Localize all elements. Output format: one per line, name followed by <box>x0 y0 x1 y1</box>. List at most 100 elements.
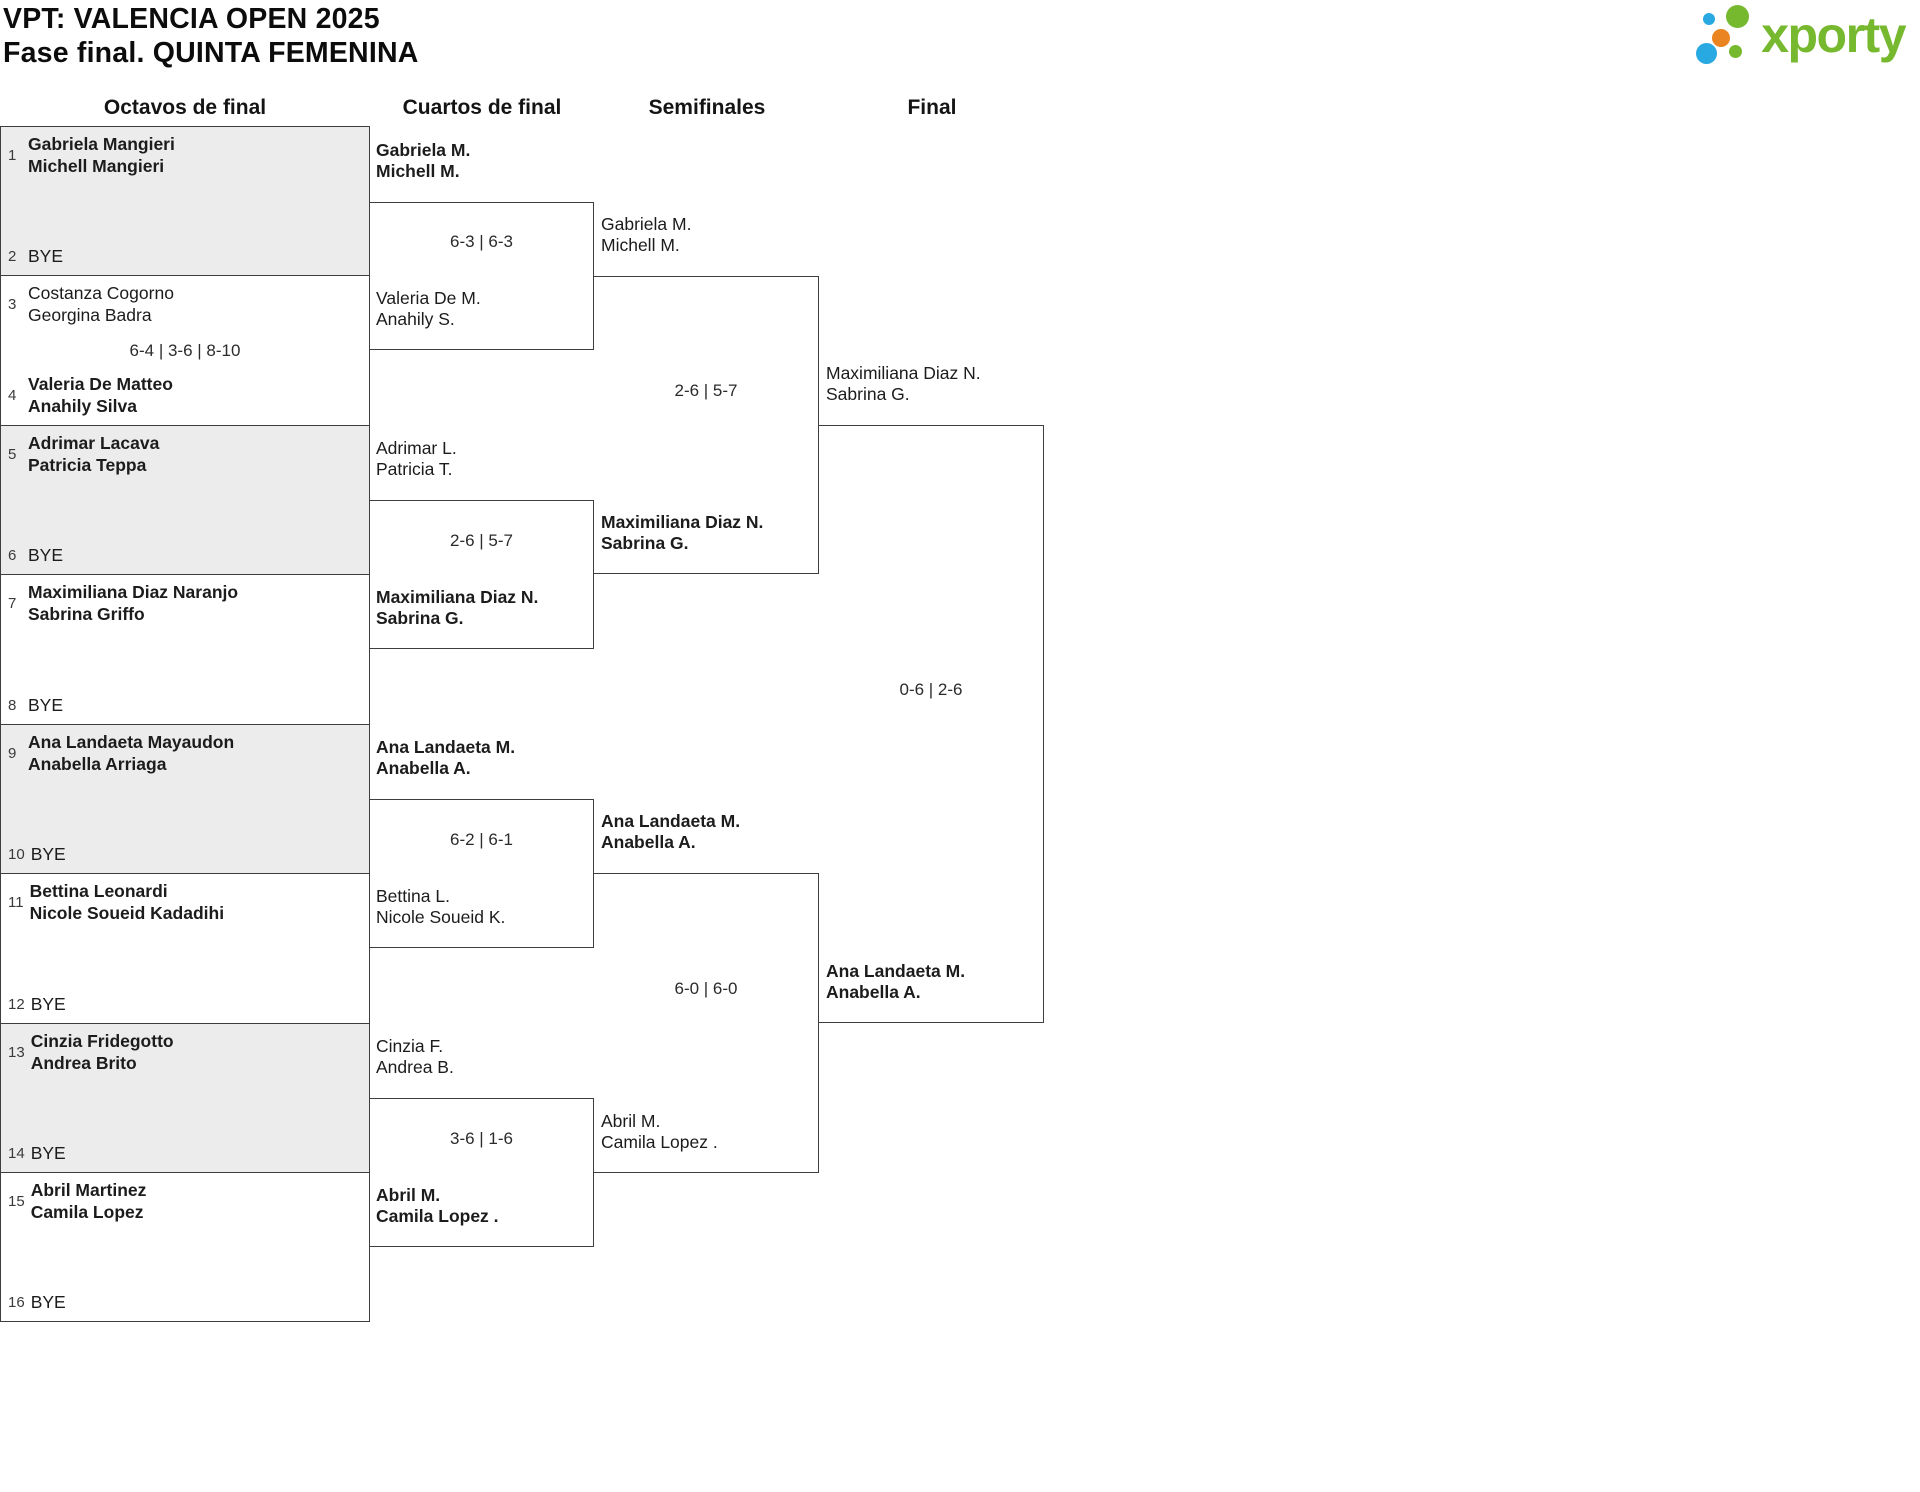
bye-label: BYE <box>30 1292 66 1312</box>
team-row: 6 BYE <box>8 544 361 566</box>
qf-match-4: 3-6 | 1-6 <box>370 1098 594 1247</box>
seed-number: 3 <box>8 295 17 313</box>
qf-match-1: 6-3 | 6-3 <box>370 202 594 350</box>
team-row: 8 BYE <box>8 694 361 716</box>
seed-number: 14 <box>8 1144 25 1162</box>
team-label: Ana Landaeta M.Anabella A. <box>376 737 516 778</box>
brand-logo[interactable]: xporty <box>1696 4 1906 66</box>
seed-number: 7 <box>8 594 17 612</box>
round-header-final: Final <box>907 96 957 119</box>
logo-dot-orange <box>1712 29 1731 47</box>
seed-number: 9 <box>8 744 17 762</box>
qf-match-2: 2-6 | 5-7 <box>370 500 594 649</box>
team-label: Gabriela M.Michell M. <box>376 140 471 181</box>
seed-number: 12 <box>8 995 25 1013</box>
team-label: Maximiliana Diaz N.Sabrina G. <box>376 587 539 628</box>
team-row: 16 BYE <box>8 1291 361 1313</box>
bye-label: BYE <box>30 994 66 1014</box>
team-label: Gabriela M.Michell M. <box>601 214 692 255</box>
team-label: Abril M.Camila Lopez . <box>376 1185 499 1226</box>
match-score: 0-6 | 2-6 <box>899 680 963 699</box>
team-row: 14 BYE <box>8 1142 361 1164</box>
seed-number: 2 <box>8 247 17 265</box>
seed-number: 8 <box>8 696 17 714</box>
logo-dot-blue-small <box>1703 13 1716 25</box>
seed-number: 4 <box>8 386 17 404</box>
match-score: 6-4 | 3-6 | 8-10 <box>129 340 241 360</box>
page-title: VPT: VALENCIA OPEN 2025 <box>3 3 380 35</box>
bye-label: BYE <box>30 844 66 864</box>
seed-number: 1 <box>8 146 17 164</box>
team-label: Maximiliana Diaz N.Sabrina G. <box>601 512 764 553</box>
final-match: 0-6 | 2-6 <box>819 425 1044 1023</box>
team-label: Maximiliana Diaz N.Sabrina G. <box>826 363 981 404</box>
qf-match-3: 6-2 | 6-1 <box>370 799 594 948</box>
sf-match-1: 2-6 | 5-7 <box>594 276 819 574</box>
seed-number: 13 <box>8 1043 25 1061</box>
match-score: 3-6 | 1-6 <box>449 1128 513 1148</box>
match-score: 2-6 | 5-7 <box>449 530 513 550</box>
logo-dot-green-small <box>1729 45 1743 58</box>
logo-dot-blue-large <box>1696 43 1718 64</box>
match-score: 6-2 | 6-1 <box>449 829 513 849</box>
match-score: 6-3 | 6-3 <box>449 232 513 251</box>
seed-number: 15 <box>8 1192 25 1210</box>
team-row: 12 BYE <box>8 993 361 1015</box>
match-score: 6-0 | 6-0 <box>674 979 738 998</box>
logo-dots-icon <box>1696 4 1752 66</box>
team-label: Adrimar L.Patricia T. <box>376 438 457 479</box>
team-label: Ana Landaeta M.Anabella A. <box>826 961 966 1002</box>
team-label: Ana Landaeta M.Anabella A. <box>601 811 741 852</box>
seed-number: 10 <box>8 845 25 863</box>
team-label: Valeria De M.Anahily S. <box>376 288 481 329</box>
match-score: 2-6 | 5-7 <box>674 381 738 400</box>
sf-match-2: 6-0 | 6-0 <box>594 873 819 1173</box>
page-header: VPT: VALENCIA OPEN 2025 Fase final. QUIN… <box>3 2 419 70</box>
page-subtitle: Fase final. QUINTA FEMENINA <box>3 37 419 69</box>
bye-label: BYE <box>28 545 64 565</box>
bye-label: BYE <box>30 1143 66 1163</box>
team-row: 2 BYE <box>8 245 361 267</box>
team-label: Bettina L.Nicole Soueid K. <box>376 886 506 927</box>
brand-wordmark: xporty <box>1761 7 1906 63</box>
seed-number: 5 <box>8 445 17 463</box>
round-header-octavos: Octavos de final <box>103 96 267 119</box>
logo-dot-green-large <box>1726 5 1750 28</box>
seed-number: 6 <box>8 546 17 564</box>
seed-number: 11 <box>8 893 24 911</box>
bye-label: BYE <box>28 695 64 715</box>
round-header-semifinales: Semifinales <box>648 96 766 119</box>
round-header-cuartos: Cuartos de final <box>402 96 562 119</box>
seed-number: 16 <box>8 1293 25 1311</box>
team-row: 10 BYE <box>8 843 361 865</box>
team-label: Cinzia F.Andrea B. <box>376 1036 454 1077</box>
team-label: Abril M.Camila Lopez . <box>601 1111 718 1152</box>
